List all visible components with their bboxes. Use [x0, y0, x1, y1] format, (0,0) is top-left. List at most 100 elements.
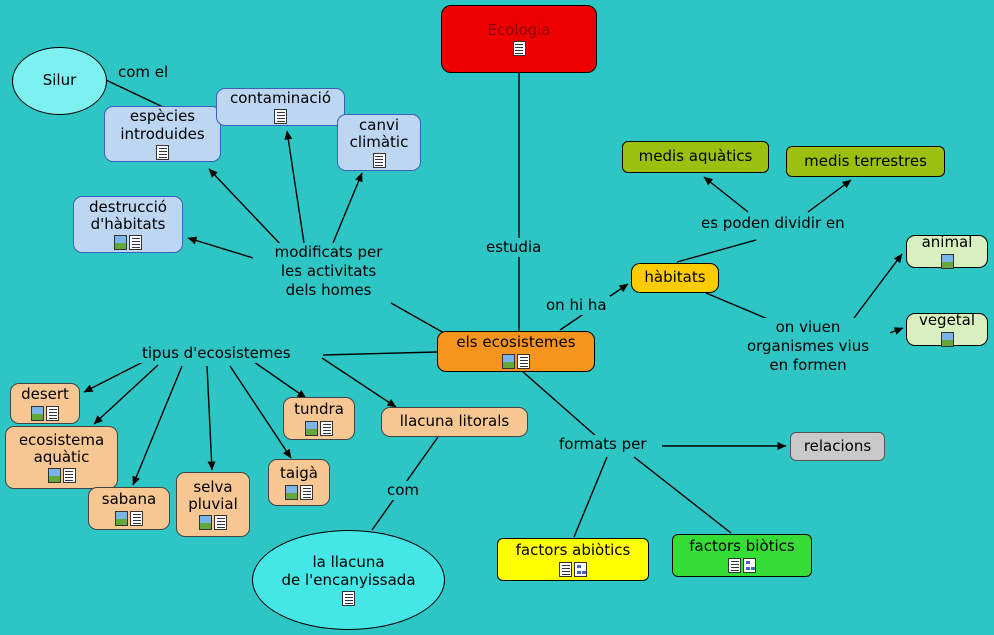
node-llacuna-litorals[interactable]: llacuna litorals [381, 407, 528, 437]
document-icon[interactable] [214, 515, 227, 531]
node-label: selva pluvial [188, 477, 238, 513]
node-ecosistema-aquatic[interactable]: ecosistema aquàtic [5, 426, 118, 489]
resource-icons [31, 405, 59, 421]
image-icon[interactable] [285, 484, 298, 500]
document-icon[interactable] [300, 484, 313, 500]
link-label-com-el: com el [115, 63, 172, 82]
node-vegetal[interactable]: vegetal [906, 311, 988, 347]
connector [633, 456, 732, 534]
node-contaminacio[interactable]: contaminació [216, 88, 345, 126]
connector [676, 239, 757, 263]
link-label-on-viuen: on viuen organismes vius en formen [726, 318, 890, 375]
document-icon[interactable] [62, 468, 76, 484]
document-icon[interactable] [156, 144, 169, 160]
image-icon[interactable] [940, 253, 954, 269]
node-label: sabana [101, 490, 157, 509]
node-silur[interactable]: Silur [12, 47, 107, 115]
node-label: canvi climàtic [349, 115, 409, 151]
image-icon[interactable] [114, 235, 127, 251]
resource-icons [342, 590, 355, 606]
node-label: Silur [42, 71, 77, 90]
image-icon[interactable] [940, 331, 954, 347]
node-tundra[interactable]: tundra [283, 397, 355, 440]
image-icon[interactable] [305, 420, 318, 436]
document-icon[interactable] [517, 353, 530, 369]
node-label: llacuna litorals [399, 412, 510, 431]
resource-icons [940, 331, 954, 347]
node-label: relacions [803, 436, 872, 455]
resource-icons [372, 153, 386, 169]
image-icon[interactable] [47, 468, 61, 484]
image-icon[interactable] [31, 405, 44, 421]
connector [253, 361, 307, 399]
node-animal[interactable]: animal [906, 233, 988, 269]
node-label: els ecosistemes [456, 333, 576, 352]
node-label: tundra [294, 400, 344, 419]
document-icon[interactable] [130, 510, 143, 526]
connector [521, 370, 598, 438]
image-icon[interactable] [502, 353, 515, 369]
document-icon[interactable] [559, 561, 572, 577]
node-medis-terrestres[interactable]: medis terrestres [786, 146, 945, 177]
document-icon[interactable] [512, 41, 526, 57]
connector [703, 176, 749, 213]
connector [390, 302, 445, 334]
node-label: animal [921, 233, 973, 252]
connector [322, 351, 438, 356]
connector [807, 179, 852, 213]
connector [850, 253, 903, 323]
document-icon[interactable] [129, 235, 142, 251]
document-icon[interactable] [274, 109, 287, 125]
document-icon[interactable] [46, 405, 59, 421]
node-taiga[interactable]: taigà [268, 459, 330, 506]
resource-icons [47, 468, 76, 484]
diagram-icon[interactable] [574, 561, 587, 577]
diagram-icon[interactable] [743, 557, 756, 573]
connector [321, 357, 397, 408]
node-label: hàbitats [644, 268, 706, 287]
connector [284, 130, 305, 244]
image-icon[interactable] [115, 510, 128, 526]
node-sabana[interactable]: sabana [88, 487, 170, 530]
link-label-formats-per: formats per [556, 435, 650, 454]
node-selva-pluvial[interactable]: selva pluvial [176, 472, 250, 537]
resource-icons [502, 353, 530, 369]
resource-icons [512, 41, 526, 57]
node-habitats[interactable]: hàbitats [631, 263, 719, 293]
connector [573, 456, 608, 538]
node-label: vegetal [918, 311, 976, 330]
connector [332, 172, 363, 244]
node-relacions[interactable]: relacions [790, 432, 885, 461]
node-destruccio-habitats[interactable]: destrucció d'hàbitats [73, 196, 183, 253]
node-factors-biotics[interactable]: factors biòtics [672, 534, 812, 577]
node-llacuna-encanyissada[interactable]: la llacuna de l'encanyissada [252, 530, 445, 630]
resource-icons [199, 515, 227, 531]
link-label-tipus-ecosistemes: tipus d'ecosistemes [139, 344, 294, 363]
node-label: medis terrestres [804, 151, 927, 170]
node-desert[interactable]: desert [10, 383, 80, 424]
node-canvi-climatic[interactable]: canvi climàtic [337, 114, 421, 171]
document-icon[interactable] [320, 420, 333, 436]
resource-icons [559, 561, 587, 577]
image-icon[interactable] [199, 515, 212, 531]
node-label: contaminació [229, 88, 332, 107]
node-factors-abiotics[interactable]: factors abiòtics [497, 538, 649, 581]
connector [83, 361, 144, 393]
connector [206, 365, 216, 471]
connector [132, 365, 183, 486]
node-label: taigà [280, 464, 318, 483]
resource-icons [728, 557, 756, 573]
node-label: factors abiòtics [515, 541, 631, 560]
connector [208, 168, 284, 248]
node-ecologia[interactable]: Ecologia [441, 5, 597, 73]
node-els-ecosistemes[interactable]: els ecosistemes [437, 331, 595, 372]
node-medis-aquatics[interactable]: medis aquàtics [622, 141, 769, 173]
document-icon[interactable] [342, 590, 355, 606]
connector [105, 79, 164, 108]
document-icon[interactable] [728, 557, 741, 573]
node-especies-introduides[interactable]: espècies introduides [104, 106, 221, 162]
document-icon[interactable] [372, 153, 386, 169]
link-label-estudia: estudia [483, 238, 545, 257]
node-label: espècies introduides [120, 107, 205, 143]
